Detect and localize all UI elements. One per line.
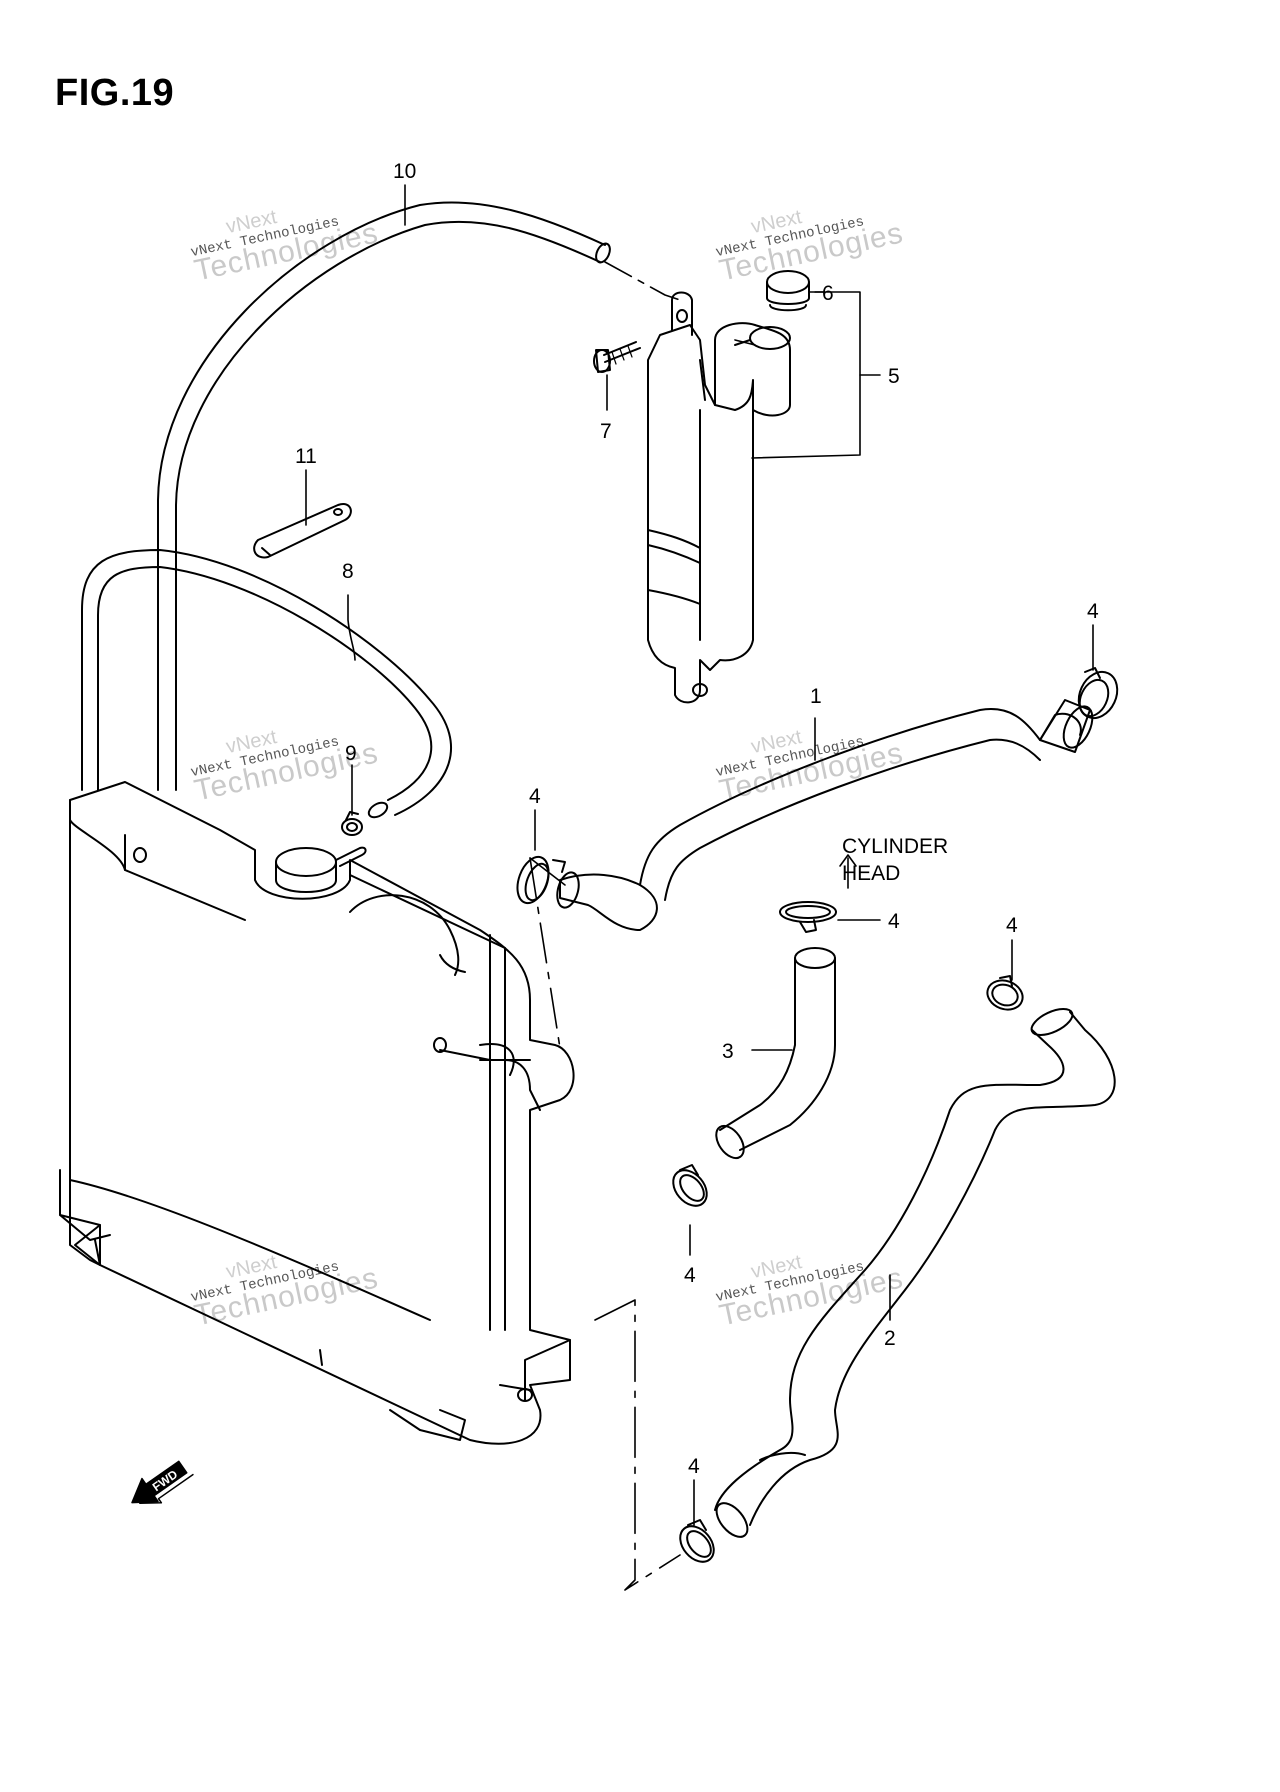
callout-4: 4	[529, 785, 541, 808]
hose-clamp	[779, 901, 837, 933]
reservoir-cap	[766, 270, 810, 312]
hose-clamp	[1077, 667, 1119, 720]
callout-5: 5	[888, 365, 900, 388]
callout-9: 9	[345, 742, 357, 765]
callout-4: 4	[1087, 600, 1099, 623]
callout-4: 4	[888, 910, 900, 933]
leader-lines	[529, 261, 756, 1591]
callout-2: 2	[884, 1327, 896, 1350]
radiator	[59, 781, 575, 1445]
reservoir-tank	[647, 291, 791, 704]
callout-8: 8	[342, 560, 354, 583]
hose-10	[157, 201, 611, 791]
hose-clamp	[672, 1164, 708, 1207]
figure-title: FIG.19	[55, 72, 175, 114]
callout-4: 4	[1006, 914, 1018, 937]
callout-leaders	[305, 184, 1094, 1526]
callout-10: 10	[393, 160, 416, 183]
hose-8	[81, 549, 453, 819]
hose-clip	[253, 503, 352, 559]
callout-4: 4	[684, 1264, 696, 1287]
callout-1: 1	[810, 685, 822, 708]
cylinder-head-label: CYLINDER HEAD	[842, 835, 954, 885]
small-clamp	[341, 811, 363, 836]
callout-4: 4	[688, 1455, 700, 1478]
cylinder-head-line1: CYLINDER	[842, 835, 948, 858]
leader-lines	[751, 291, 881, 459]
hose-clamp	[986, 975, 1024, 1011]
hose-clamp	[516, 855, 566, 905]
hose-clamp	[679, 1519, 715, 1563]
hose-3	[715, 947, 836, 1160]
bolt	[593, 341, 641, 373]
hose-2	[714, 1008, 1116, 1538]
callout-7: 7	[600, 420, 612, 443]
callout-11: 11	[295, 445, 317, 468]
callout-6: 6	[822, 282, 834, 305]
callout-3: 3	[722, 1040, 734, 1063]
cylinder-head-line2: HEAD	[842, 862, 900, 885]
hose-1	[556, 699, 1094, 931]
forward-arrow-icon: FWD	[131, 1460, 194, 1505]
